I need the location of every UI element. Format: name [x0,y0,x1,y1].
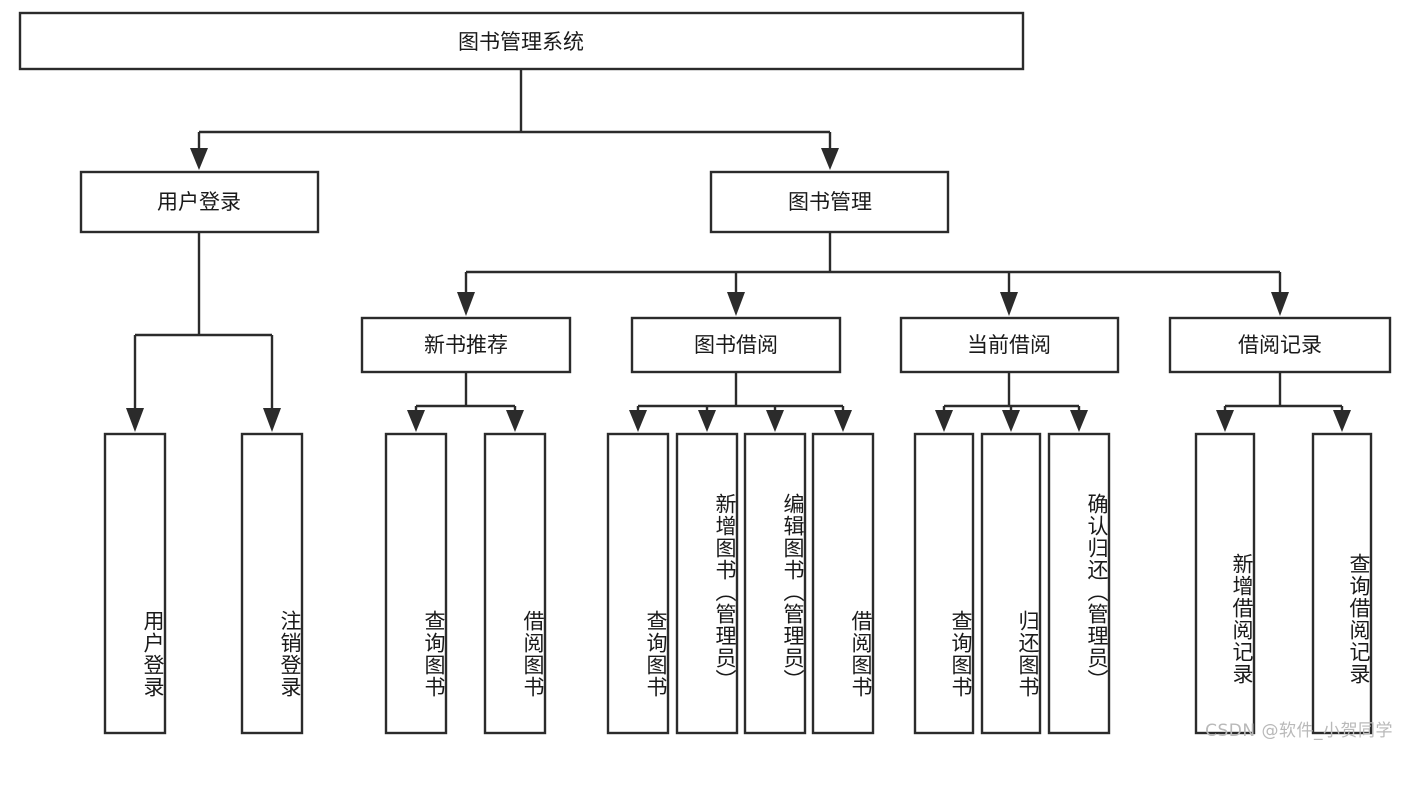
node-book-manage[interactable]: 图书管理 [709,170,950,234]
leaf-box-borrow-book[interactable] [811,432,875,735]
connectors-borrow-record-to-leaves [1216,372,1351,432]
node-book-borrow-label: 图书借阅 [694,333,778,357]
node-book-manage-box[interactable] [709,170,950,234]
arrowhead-leaf-edit-book-admin [766,410,784,432]
arrowhead-leaf-add-borrow-record [1216,410,1234,432]
node-borrow-record[interactable]: 借阅记录 [1168,316,1392,374]
arrowhead-leaf-add-book-admin [698,410,716,432]
node-borrow-record-label: 借阅记录 [1238,333,1322,357]
node-book-borrow-box[interactable] [630,316,842,374]
connectors-user-login-to-leaves [126,232,281,432]
arrowhead-current-borrow [1000,292,1018,316]
leaf-box-edit-book-admin[interactable] [743,432,807,735]
arrowhead-leaf-query-book-recommend [407,410,425,432]
connectors-new-book-recommend-to-leaves [407,372,524,432]
connectors-book-manage-to-level3 [457,232,1289,316]
arrowhead-leaf-query-borrow-record [1333,410,1351,432]
node-new-book-recommend[interactable]: 新书推荐 [360,316,572,374]
connectors-book-borrow-to-leaves [629,372,852,432]
node-book-borrow[interactable]: 图书借阅 [630,316,842,374]
node-root-label: 图书管理系统 [458,30,584,54]
arrowhead-borrow-record [1271,292,1289,316]
arrowhead-new-book-recommend [457,292,475,316]
node-current-borrow-label: 当前借阅 [967,333,1051,357]
node-root[interactable]: 图书管理系统 [18,11,1025,71]
leaf-box-query-book-recommend[interactable] [384,432,448,735]
arrowhead-leaf-query-book-current [935,410,953,432]
leaf-box-query-borrow-record[interactable] [1311,432,1373,735]
connectors-root-to-level2 [190,69,839,170]
arrowhead-book-manage [821,148,839,170]
node-new-book-recommend-box[interactable] [360,316,572,374]
arrowhead-leaf-user-login [126,408,144,432]
node-new-book-recommend-label: 新书推荐 [424,333,508,357]
node-user-login[interactable]: 用户登录 [79,170,320,234]
arrowhead-book-borrow [727,292,745,316]
connectors-current-borrow-to-leaves [935,372,1088,432]
leaf-boxes [103,432,1373,735]
node-current-borrow[interactable]: 当前借阅 [899,316,1120,374]
diagram-canvas: 图书管理系统 用户登录 图书管理 新书推荐 图书借阅 当前借阅 借阅记录 [18,11,1392,735]
arrowhead-leaf-borrow-book-recommend [506,410,524,432]
node-user-login-label: 用户登录 [157,190,241,214]
leaf-box-return-book[interactable] [980,432,1042,735]
leaf-box-query-book-borrow[interactable] [606,432,670,735]
arrowhead-leaf-logout [263,408,281,432]
leaf-box-add-book-admin[interactable] [675,432,739,735]
node-borrow-record-box[interactable] [1168,316,1392,374]
leaf-box-confirm-return-admin[interactable] [1047,432,1111,735]
diagram-root: 图书管理系统 用户登录 图书管理 新书推荐 图书借阅 当前借阅 借阅记录 [18,11,1393,741]
arrowhead-leaf-borrow-book [834,410,852,432]
arrowhead-leaf-confirm-return-admin [1070,410,1088,432]
leaf-box-logout[interactable] [240,432,304,735]
leaf-box-borrow-book-recommend[interactable] [483,432,547,735]
leaf-box-user-login[interactable] [103,432,167,735]
watermark-text: CSDN @软件_小贺同学 [1205,721,1393,741]
node-book-manage-label: 图书管理 [788,190,872,214]
leaf-box-query-book-current[interactable] [913,432,975,735]
node-user-login-box[interactable] [79,170,320,234]
arrowhead-leaf-return-book [1002,410,1020,432]
arrowhead-user-login [190,148,208,170]
leaf-box-add-borrow-record[interactable] [1194,432,1256,735]
node-current-borrow-box[interactable] [899,316,1120,374]
node-root-box[interactable] [18,11,1025,71]
arrowhead-leaf-query-book-borrow [629,410,647,432]
